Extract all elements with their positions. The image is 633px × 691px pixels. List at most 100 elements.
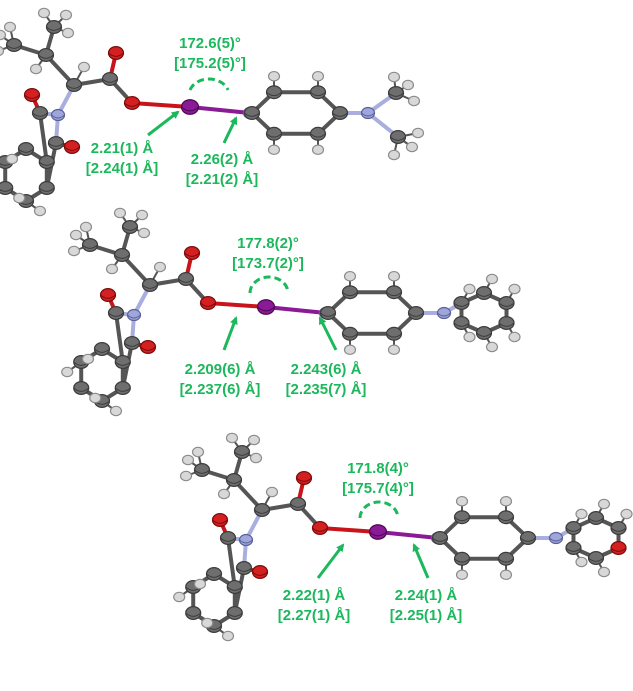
atom-o [123,96,141,110]
atom-h [81,353,95,365]
atom-h [267,70,281,82]
atom-ellipsoid-line [64,146,80,151]
atom-h [61,366,74,378]
atom-ellipsoid-line [234,451,250,456]
atom-c [565,541,582,555]
atom-ellipsoid-line [0,187,14,192]
atom-c [226,580,243,594]
structure-3-annotations: 171.8(4)° [175.7(4)°] 2.22(1) Å [2.27(1)… [278,460,463,624]
bond [188,105,252,115]
structure-1-angle: 172.6(5)° [179,35,241,52]
atom-h [343,344,357,356]
atom-ellipsoid-line [200,302,216,307]
atom-h [69,229,83,241]
atom-o [139,340,157,354]
atom-ellipsoid-line [453,302,470,307]
atom-c [235,561,253,575]
atom-h [59,9,73,21]
atom-h [217,488,231,500]
structure-1-io-arrow [147,110,180,137]
atom-c [205,567,223,581]
atom-o [199,296,217,310]
atom-c [331,106,349,120]
atom-h [247,434,261,446]
atom-ellipsoid-line [51,114,65,119]
atom-ellipsoid-line [361,112,375,117]
atom-ellipsoid-line [386,333,402,338]
structure-2-io-arrow [222,316,238,351]
atom-ellipsoid-line [342,333,358,338]
atom-ellipsoid-line [124,342,140,347]
atom-o [211,513,229,527]
atom-c [177,272,195,286]
atom-c [73,381,90,395]
atom-c [475,286,493,300]
atom-o [183,246,201,260]
atom-h [137,227,151,239]
atom-h [463,331,476,343]
structure-1-in-bond: 2.26(2) Å [191,151,254,168]
atom-c [141,278,159,292]
atom-h [109,405,123,417]
atom-c [453,510,471,525]
atom-ellipsoid-line [386,291,402,297]
atom-h [221,630,235,642]
atom-c [114,381,131,395]
atom-c [265,126,283,141]
atom-h [485,341,499,353]
atom-ellipsoid-line [565,547,582,552]
atom-ellipsoid-line [94,348,110,353]
atom-c [37,48,55,62]
atom-h [13,192,26,204]
atom-ellipsoid-line [239,539,253,544]
structure-1-in-arrow [222,116,238,144]
atom-ellipsoid-line [66,84,82,89]
atom-c [81,238,99,252]
atom-ellipsoid-line [312,527,328,532]
atom-ellipsoid-line [38,54,54,59]
atom-h [597,566,611,578]
atom-c [610,521,627,535]
atom-h [89,392,102,404]
bond [318,526,380,534]
structure-3-io-arrow [316,543,345,579]
atom-h [191,446,205,458]
atom-ellipsoid-line [588,557,604,562]
atom-c [389,130,407,144]
atom-ellipsoid-line [114,387,131,392]
atom-h [105,263,119,275]
atom-ellipsoid-line [127,314,141,319]
atom-ellipsoid-line [244,112,260,117]
structure-1-in-bond-alt: [2.21(2) Å] [186,171,259,188]
structure-1-angle-alt: [175.2(5)°] [174,55,246,72]
atom-ellipsoid-line [390,136,406,141]
atom-ellipsoid-line [476,292,492,297]
structure-2-in-arrow [318,316,338,351]
atom-ellipsoid-line [520,537,536,542]
bond [376,530,440,540]
atom-ellipsoid-line [18,148,34,153]
atom-h [179,470,193,482]
structure-2-in-bond: 2.243(6) Å [291,361,362,378]
atom-o [610,541,627,555]
atom-ellipsoid-line [108,312,124,317]
structure-2-angle-alt: [173.7(2)°] [232,255,304,272]
atom-h [79,221,93,233]
atom-ellipsoid-line [122,226,138,231]
atom-h [401,79,415,91]
atom-c [123,336,141,350]
atom-ellipsoid-line [114,361,131,366]
atom-c [38,155,55,169]
structure-3-in-bond-alt: [2.25(1) Å] [390,607,463,624]
atom-c [309,85,327,100]
molecule-2 [61,207,521,417]
atom-h [407,95,421,107]
atom-c [497,551,515,566]
structure-2-annotations: 177.8(2)° [173.7(2)°] 2.209(6) Å [2.237(… [180,235,367,398]
atom-ellipsoid-line [498,516,514,522]
atom-o [23,88,41,102]
atom-c [453,316,470,330]
atom-ellipsoid-line [266,133,282,138]
atom-n [548,531,564,545]
atom-h [485,273,499,285]
